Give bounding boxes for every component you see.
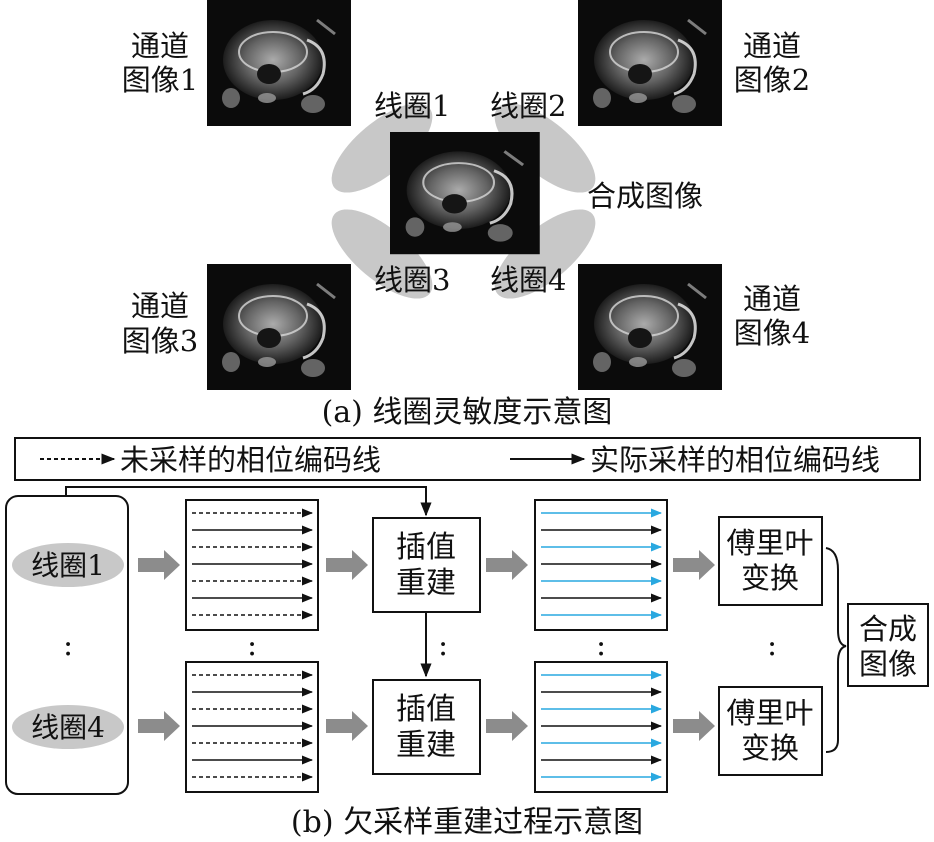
fft-dots: : [767,628,777,663]
coil-4-label: 线圈4 [490,263,566,297]
fft-bottom-line1: 傅里叶 [726,696,813,730]
channel-4-label-line1: 通道 [743,282,801,316]
legend-box [14,437,921,481]
channel-image-2 [576,0,724,128]
channel-image-3 [205,262,353,392]
coil-ellipse-2 [494,103,596,193]
merge-brace [825,547,847,753]
filled-kspace-panel-top [534,499,668,631]
composite-image [388,130,542,256]
fft-box-top [718,516,823,606]
flow-arrows [138,550,715,741]
fft-top-line1: 傅里叶 [726,526,813,560]
fft-bottom-line2: 变换 [741,731,799,765]
fft-top-line2: 变换 [741,561,799,595]
filled-kspace-lines-top [541,508,663,620]
channel-4-label-line2: 图像4 [734,316,810,350]
channel-image-1 [205,0,353,128]
channel-2-label-line2: 图像2 [734,63,810,97]
channel-3-label-line1: 通道 [131,289,189,323]
kspace-lines-top [192,508,314,620]
undersampled-reconstruction-diagram: 线圈1 : 线圈4 : 插值 重建 : 插值 重建 [5,486,929,840]
channel-image-4 [576,262,724,392]
coil-1-ellipse [12,543,124,587]
flow-arrow [486,711,528,741]
calibration-connector [65,486,432,517]
coil-ellipse-4 [494,209,596,299]
coil-dots: : [63,628,73,663]
channel-2-label-line1: 通道 [743,29,801,63]
interp-dots: : [438,628,448,663]
coil-ellipse-1 [331,103,433,193]
kspace-lines-bottom [192,670,314,782]
flow-arrow [486,550,528,580]
fft-box-bottom [718,686,823,776]
flow-arrow [138,550,180,580]
interp-bottom-line2: 重建 [396,728,456,763]
composite-image-label: 合成图像 [587,179,703,213]
flow-arrow [673,550,715,580]
coil-3-label: 线圈3 [374,263,450,297]
channel-3-label-line2: 图像3 [122,324,198,358]
kspace-panel-top [185,499,319,631]
legend-unsampled-label: 未采样的相位编码线 [120,443,381,477]
flow-arrow [138,711,180,741]
interp-bottom-line1: 插值 [396,692,456,727]
filled-kspace-panel-bottom [534,661,668,793]
interp-top-line2: 重建 [396,566,456,601]
composite-line1: 合成 [859,612,917,646]
composite-box [847,603,929,687]
filled-kspace-dots: : [596,628,606,663]
coil-ellipse-3 [331,209,433,299]
caption-a: (a) 线圈灵敏度示意图 [322,395,613,430]
coil-1-label: 线圈1 [374,89,450,123]
coil-sensitivity-diagram: 通道 图像1 通道 图像2 通道 图像3 通道 图像4 线圈1 线圈2 线圈3 … [122,0,810,430]
channel-1-label-line2: 图像1 [122,63,198,97]
filled-kspace-lines-bottom [541,670,663,782]
legend: 未采样的相位编码线 实际采样的相位编码线 [14,437,921,481]
flow-arrow [326,711,368,741]
channel-1-label-line1: 通道 [131,29,189,63]
legend-sampled-label: 实际采样的相位编码线 [590,443,880,477]
coil-4-label-b: 线圈4 [31,711,105,744]
coil-2-label: 线圈2 [490,89,566,123]
interp-box-bottom [372,679,481,775]
kspace-panel-bottom [185,661,319,793]
coil-4-ellipse [12,705,124,749]
flow-arrow [326,550,368,580]
composite-line2: 图像 [859,647,917,681]
flow-arrow [673,711,715,741]
interp-top-line1: 插值 [396,530,456,565]
kspace-dots: : [247,628,257,663]
coil-1-label-b: 线圈1 [31,549,105,582]
caption-b: (b) 欠采样重建过程示意图 [291,805,643,840]
